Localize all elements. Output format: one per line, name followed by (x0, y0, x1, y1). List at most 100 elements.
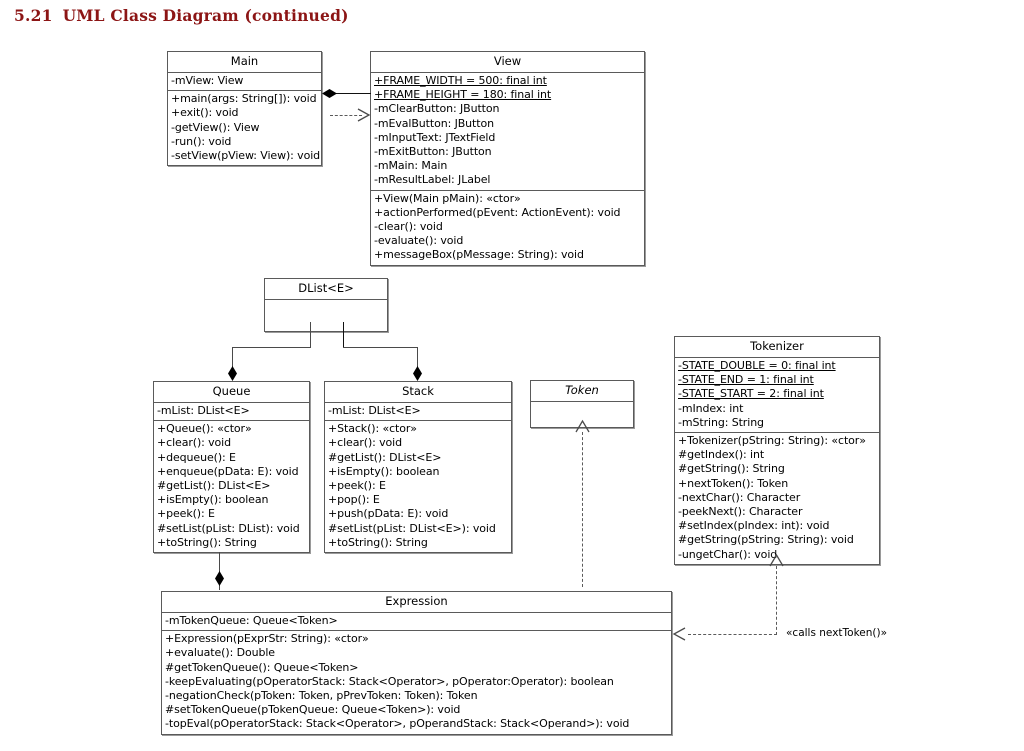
method: -clear(): void (374, 220, 443, 234)
methods-compartment-stack: +Stack(): «ctor» +clear(): void #getList… (325, 421, 511, 552)
attribute: -mIndex: int (678, 401, 744, 415)
composition-diamond-queue-expression (215, 571, 224, 586)
attribute: -mEvalButton: JButton (374, 116, 494, 130)
method: #getList(): DList<E> (328, 450, 442, 464)
method: -setView(pView: View): void (171, 149, 321, 163)
attributes-compartment-stack: -mList: DList<E> (325, 403, 511, 422)
method: #setList(pList: DList<E>): void (328, 521, 496, 535)
method: +peek(): E (157, 507, 215, 521)
method: +push(pData: E): void (328, 507, 449, 521)
method: +Queue(): «ctor» (157, 422, 252, 436)
dependency-arrowhead-tokenizer-expression (672, 627, 686, 641)
method: +toString(): String (328, 535, 428, 549)
attribute-static: -STATE_DOUBLE = 0: final int (678, 359, 836, 372)
method: +messageBox(pMessage: String): void (374, 248, 584, 262)
method: +isEmpty(): boolean (157, 493, 269, 507)
composition-diamond-main-view (322, 89, 337, 98)
method: -peekNext(): Character (678, 505, 803, 519)
method: +Expression(pExprStr: String): «ctor» (165, 632, 369, 646)
attributes-compartment-dlist (265, 300, 387, 331)
assoc-dlist-queue-vert-top (310, 322, 311, 347)
class-name-view: View (371, 52, 644, 73)
assoc-dlist-stack-vert-bottom (417, 347, 418, 371)
method: #getTokenQueue(): Queue<Token> (165, 660, 359, 674)
methods-compartment-expression: +Expression(pExprStr: String): «ctor» +e… (162, 631, 671, 733)
method: +main(args: String[]): void (171, 92, 317, 106)
assoc-main-view-line (331, 93, 371, 94)
class-name-queue: Queue (154, 382, 309, 403)
attribute: -mMain: Main (374, 159, 448, 173)
attribute: -mResultLabel: JLabel (374, 173, 491, 187)
class-box-view[interactable]: View +FRAME_WIDTH = 500: final int +FRAM… (370, 51, 645, 266)
method: +nextToken(): Token (678, 476, 789, 490)
attribute: -mList: DList<E> (328, 404, 421, 417)
method: #getString(): String (678, 462, 785, 476)
dependency-expression-tokenizer-vert (776, 566, 777, 635)
class-name-tokenizer: Tokenizer (675, 337, 879, 358)
attribute-static: -STATE_END = 1: final int (678, 373, 814, 387)
method: +exit(): void (171, 106, 239, 120)
class-box-dlist[interactable]: DList<E> (264, 278, 388, 332)
attributes-compartment-view: +FRAME_WIDTH = 500: final int +FRAME_HEI… (371, 73, 644, 191)
attribute: -mInputText: JTextField (374, 130, 496, 144)
method: +enqueue(pData: E): void (157, 464, 299, 478)
method: -topEval(pOperatorStack: Stack<Operator>… (165, 717, 630, 731)
class-name-expression: Expression (162, 592, 671, 613)
attributes-compartment-main: -mView: View (168, 73, 321, 92)
composition-diamond-dlist-stack (413, 366, 422, 381)
class-box-token[interactable]: Token (530, 380, 634, 428)
method: +clear(): void (328, 436, 403, 450)
class-box-queue[interactable]: Queue -mList: DList<E> +Queue(): «ctor» … (153, 381, 310, 554)
method: -ungetChar(): void (678, 547, 778, 561)
method: #getString(pString: String): void (678, 533, 854, 547)
dependency-arrowhead-expression-tokenizer (769, 553, 784, 567)
method: #setTokenQueue(pTokenQueue: Queue<Token>… (165, 703, 461, 717)
dependency-main-view-line (330, 115, 362, 116)
method: +toString(): String (157, 535, 257, 549)
dependency-arrowhead-main-view (357, 108, 371, 122)
method: +View(Main pMain): «ctor» (374, 191, 521, 205)
assoc-dlist-queue-vert-bottom (232, 347, 233, 371)
class-name-main: Main (168, 52, 321, 73)
attribute-static: -STATE_START = 2: final int (678, 387, 824, 401)
method: -getView(): View (171, 120, 260, 134)
method: +peek(): E (328, 479, 386, 493)
method: +clear(): void (157, 436, 232, 450)
method: -evaluate(): void (374, 234, 464, 248)
method: #setIndex(pIndex: int): void (678, 519, 830, 533)
assoc-dlist-stack-horiz (343, 347, 418, 348)
method: -run(): void (171, 134, 232, 148)
method: +pop(): E (328, 493, 380, 507)
assoc-dlist-queue-horiz (232, 347, 311, 348)
dependency-arrowhead-expression-token (575, 419, 590, 433)
method: +isEmpty(): boolean (328, 464, 440, 478)
method: +evaluate(): Double (165, 646, 275, 660)
dependency-expression-tokenizer-horiz (688, 634, 777, 635)
method: #getList(): DList<E> (157, 479, 271, 493)
method: -keepEvaluating(pOperatorStack: Stack<Op… (165, 674, 614, 688)
section-number: 5.21 (14, 6, 53, 25)
method: #getIndex(): int (678, 448, 765, 462)
method: +Stack(): «ctor» (328, 422, 417, 436)
attributes-compartment-queue: -mList: DList<E> (154, 403, 309, 422)
method: -negationCheck(pToken: Token, pPrevToken… (165, 689, 478, 703)
class-name-stack: Stack (325, 382, 511, 403)
attribute: -mExitButton: JButton (374, 145, 492, 159)
attribute: -mTokenQueue: Queue<Token> (165, 614, 338, 627)
class-box-tokenizer[interactable]: Tokenizer -STATE_DOUBLE = 0: final int -… (674, 336, 880, 565)
title-text: UML Class Diagram (continued) (62, 6, 349, 25)
methods-compartment-queue: +Queue(): «ctor» +clear(): void +dequeue… (154, 421, 309, 552)
methods-compartment-view: +View(Main pMain): «ctor» +actionPerform… (371, 191, 644, 265)
attribute: -mView: View (171, 74, 244, 87)
class-box-stack[interactable]: Stack -mList: DList<E> +Stack(): «ctor» … (324, 381, 512, 554)
method: +actionPerformed(pEvent: ActionEvent): v… (374, 205, 621, 219)
class-box-expression[interactable]: Expression -mTokenQueue: Queue<Token> +E… (161, 591, 672, 735)
method: -nextChar(): Character (678, 490, 801, 504)
attributes-compartment-expression: -mTokenQueue: Queue<Token> (162, 613, 671, 632)
class-name-token: Token (531, 381, 633, 402)
class-box-main[interactable]: Main -mView: View +main(args: String[]):… (167, 51, 322, 167)
methods-compartment-tokenizer: +Tokenizer(pString: String): «ctor» #get… (675, 433, 879, 564)
attribute: -mList: DList<E> (157, 404, 250, 417)
attribute-static: +FRAME_WIDTH = 500: final int (374, 74, 547, 87)
attribute: -mString: String (678, 415, 764, 429)
